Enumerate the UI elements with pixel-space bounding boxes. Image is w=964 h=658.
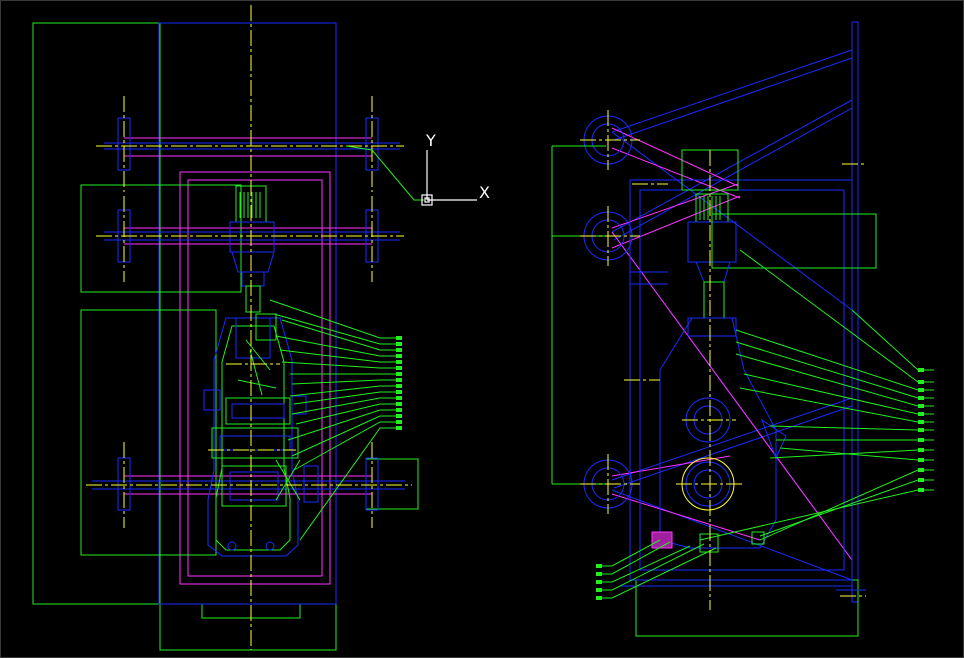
ucs-x-label: X	[479, 183, 490, 202]
side-view	[551, 21, 934, 637]
ucs-leader-line	[345, 145, 424, 201]
ucs-y-label: Y	[425, 131, 436, 150]
front-view	[32, 5, 419, 651]
ucs-axis-icon	[421, 150, 477, 206]
callout-bubbles-left	[396, 336, 402, 430]
callout-bubbles-right	[596, 368, 924, 600]
